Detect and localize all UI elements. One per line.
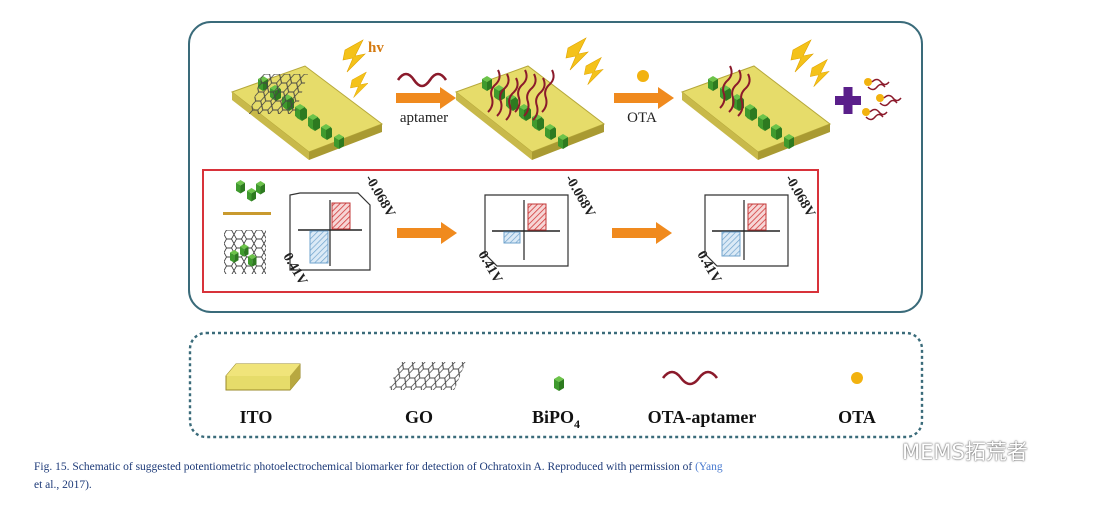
stage-3-electrode <box>680 65 832 160</box>
ota-aptamer-legend-icon <box>661 370 719 386</box>
caption-line2: et al., 2017). <box>34 479 92 491</box>
bipo4-cube-icon <box>771 124 781 139</box>
bipo4-cube-icon <box>758 114 768 129</box>
bipo4-cube-icon <box>308 114 318 129</box>
aptamer-strand-icon <box>487 69 501 113</box>
go-legend-icon <box>388 362 466 390</box>
aptamer-strand-icon <box>541 69 555 113</box>
bipo4-cube-icon <box>784 134 794 149</box>
aptamer-strand-icon <box>496 73 510 117</box>
aptamer-strand-icon <box>865 108 888 121</box>
bipo4-cube-icon <box>708 76 718 91</box>
bipo4-cube-icon <box>482 76 492 91</box>
aptamer-wave-icon <box>396 72 448 88</box>
ota-dot-icon <box>864 78 872 86</box>
aptamer-strand-icon <box>523 73 537 117</box>
bipo4-legend-icon <box>554 376 564 391</box>
aptamer-strand-icon <box>737 73 751 117</box>
stage-2-electrode <box>454 65 606 160</box>
ota-dot-icon <box>862 108 870 116</box>
energy-panel-1: -0.068V 0.41V <box>280 173 398 288</box>
bipo4-cube-icon <box>545 124 555 139</box>
legend-label-bipo4: BiPO4 <box>532 407 580 431</box>
stage-1-electrode <box>230 65 384 160</box>
ota-legend-icon <box>851 372 863 384</box>
plus-icon <box>835 87 861 114</box>
legend-label-ota: OTA <box>838 407 876 427</box>
step2-label: OTA <box>627 110 657 126</box>
light-label: hv <box>368 40 384 56</box>
aptamer-strand-icon <box>514 69 528 113</box>
aptamer-strand-icon <box>867 78 890 91</box>
ota-aptamer-complex-icon <box>862 78 902 121</box>
caption-citation-link[interactable]: (Yang <box>695 461 723 473</box>
wechat-icon <box>868 440 896 462</box>
energy-level-frame <box>202 169 819 293</box>
bipo4-go-inset <box>223 180 271 274</box>
aptamer-strand-icon <box>728 69 742 113</box>
legend-label-go: GO <box>405 407 433 427</box>
aptamer-strand-icon <box>505 77 519 121</box>
watermark: MEMS拓荒者 <box>868 436 1028 466</box>
bipo4-cube-icon <box>494 85 504 100</box>
aptamer-strand-icon <box>719 65 733 109</box>
bipo4-cube-icon <box>558 134 568 149</box>
step1-label: aptamer <box>400 110 448 126</box>
bipo4-cube-icon <box>745 104 755 119</box>
aptamer-strand-icon <box>879 94 902 107</box>
watermark-text: MEMS拓荒者 <box>902 440 1028 464</box>
caption-text: Fig. 15. Schematic of suggested potentio… <box>34 461 696 473</box>
ota-dot-icon <box>637 70 649 82</box>
ota-dot-icon <box>876 94 884 102</box>
legend-label-ito: ITO <box>240 407 273 427</box>
figure-caption: Fig. 15. Schematic of suggested potentio… <box>34 458 1084 494</box>
ito-legend-icon <box>225 363 301 391</box>
aptamer-strand-icon <box>532 77 546 121</box>
bipo4-cube-icon <box>334 134 344 149</box>
bipo4-cube-icon <box>321 124 331 139</box>
legend-label-ota-aptamer: OTA-aptamer <box>648 407 757 427</box>
